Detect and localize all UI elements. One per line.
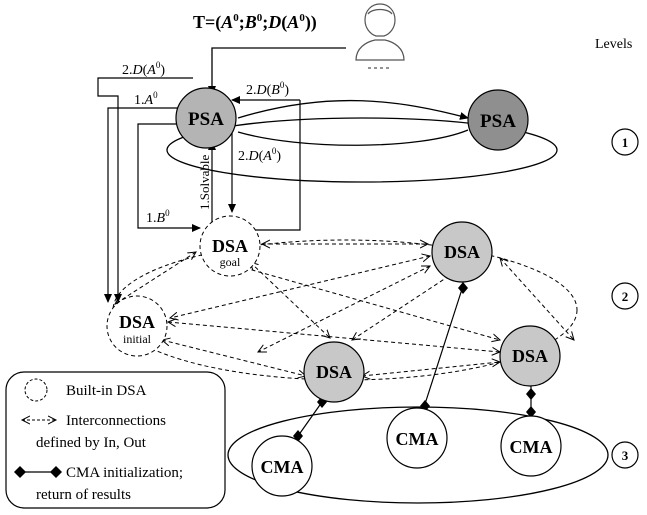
level-3-ring [227, 406, 609, 504]
label-2-dA0-inner: 2.D(A0) [238, 146, 281, 164]
svg-text:PSA: PSA [480, 111, 516, 132]
flow-2-dA0-outer [97, 77, 193, 303]
svg-text:3: 3 [622, 448, 629, 463]
psa-right-node: PSA [467, 89, 529, 151]
legend-interconnection-line2: defined by In, Out [36, 435, 147, 451]
level-2-badge: 2 [611, 282, 639, 310]
cma-middle-node: CMA [386, 407, 448, 469]
legend-cma-link-icon [14, 466, 62, 478]
task-title: T=(A0;B0;D(A0)) [193, 12, 317, 33]
dsa-goal-node: DSA goal [199, 215, 261, 277]
psa-return-arc [237, 129, 469, 146]
label-1-A0: 1.A0 [134, 90, 158, 108]
dsa-middle-node: DSA [303, 341, 365, 403]
label-1-B0: 1.B0 [146, 208, 170, 226]
svg-text:DSA: DSA [444, 242, 480, 262]
level-3-badge: 3 [611, 441, 639, 469]
dsa-initial-node: DSA initial [106, 295, 168, 357]
svg-text:DSA: DSA [512, 346, 548, 366]
svg-text:DSA: DSA [212, 236, 248, 256]
flow-1-B0 [137, 123, 201, 232]
legend-interconnection-line1: Interconnections [66, 413, 166, 429]
legend-cma-line2: return of results [36, 487, 131, 503]
flow-2-dB0 [238, 100, 301, 231]
svg-text:2: 2 [622, 289, 629, 304]
svg-text:CMA: CMA [396, 429, 439, 449]
svg-text:1: 1 [622, 135, 629, 150]
svg-text:PSA: PSA [188, 109, 224, 130]
svg-text:CMA: CMA [510, 437, 553, 457]
levels-label: Levels [595, 37, 632, 52]
level-1-badge: 1 [611, 128, 639, 156]
legend-builtin-dsa-icon [24, 378, 48, 402]
label-2-dB0: 2.D(B0) [246, 80, 289, 98]
svg-text:CMA: CMA [261, 457, 304, 477]
psa-to-psa-arrow [237, 99, 469, 120]
psa-main-node: PSA [175, 87, 237, 149]
label-1-solvable: 1.Solvable [197, 155, 212, 210]
level-1-ring [166, 117, 558, 183]
legend-cma-line1: CMA initialization; [66, 465, 183, 481]
user-to-psa-arrow [208, 47, 346, 95]
user-icon [355, 3, 405, 69]
label-2-dA0-outer: 2.D(A0) [122, 60, 165, 78]
legend-builtin-label: Built-in DSA [66, 383, 147, 399]
cma-right-node: CMA [500, 415, 562, 477]
dsa-right-node: DSA [499, 325, 561, 387]
svg-text:DSA: DSA [316, 362, 352, 382]
interconnections [115, 244, 574, 376]
flow-1-A0 [104, 107, 180, 303]
svg-text:DSA: DSA [119, 312, 155, 332]
svg-text:goal: goal [220, 255, 241, 269]
legend: Built-in DSA Interconnections defined by… [5, 371, 226, 509]
cma-left-node: CMA [251, 435, 313, 497]
svg-text:initial: initial [123, 332, 152, 346]
dsa-top-right-node: DSA [431, 221, 493, 283]
